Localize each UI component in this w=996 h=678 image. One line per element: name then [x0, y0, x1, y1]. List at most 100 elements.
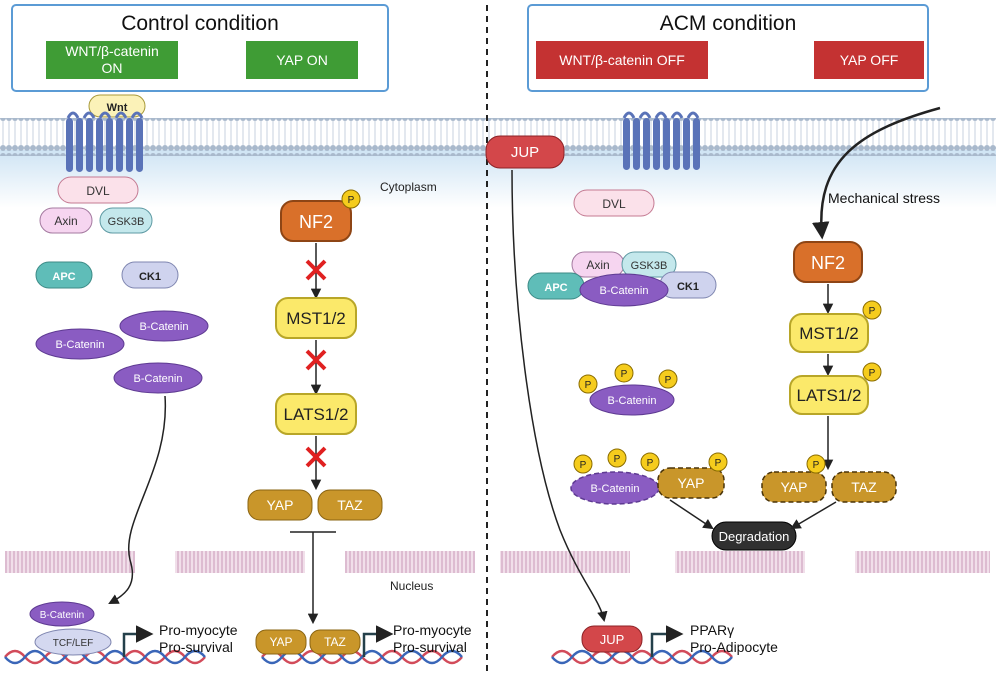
phosphate-icon	[806, 454, 826, 474]
gsk3b-left-label: GSK3B	[108, 216, 145, 228]
to-degradation-arrow	[790, 501, 837, 530]
to-degradation-arrow	[669, 499, 714, 530]
phosphate-icon	[614, 363, 634, 383]
phosphate-label: P	[621, 369, 628, 380]
b-catenin-destruction-complex	[579, 273, 669, 307]
jup-nuclear-label: JUP	[600, 632, 625, 647]
phosphate-icon	[862, 300, 882, 320]
cytoplasm-label: Cytoplasm	[380, 180, 437, 194]
right-output-1: PPARγ	[690, 622, 734, 638]
b-catenin-nuclear-label: B-Catenin	[40, 610, 84, 621]
phosphate-icon	[708, 452, 728, 472]
phosphate-label: P	[869, 306, 876, 317]
apc-right-label: APC	[544, 282, 567, 294]
yap-left-label: YAP	[267, 497, 294, 513]
wnt-off-badge	[536, 41, 708, 79]
lats-left	[275, 393, 357, 435]
acm-title: ACM condition	[660, 12, 797, 35]
promoter-arrow-icon	[650, 625, 684, 657]
jup-nuclear	[581, 625, 643, 653]
dna-helix-icon	[551, 649, 733, 665]
phosphate-icon	[578, 374, 598, 394]
promoter-arrow-icon	[362, 625, 394, 657]
axin-right-label: Axin	[586, 258, 609, 272]
mechanical-stress-label: Mechanical stress	[828, 190, 940, 206]
b-catenin-complex-label: B-Catenin	[600, 285, 649, 297]
gsk3b-left	[99, 207, 153, 234]
taz-degrading	[831, 471, 897, 503]
red-x-icon	[305, 349, 327, 371]
left-yap-output-2: Pro-survival	[393, 639, 467, 655]
control-title: Control condition	[121, 12, 279, 35]
mst-left-label: MST1/2	[286, 309, 346, 328]
yap-off-badge	[814, 41, 924, 79]
phosphate-label: P	[614, 454, 621, 465]
wnt-on-badge	[46, 41, 178, 79]
frizzled-receptor-left: Wnt	[66, 94, 146, 172]
tcf-lef-label: TCF/LEF	[53, 638, 94, 649]
nucleus-label: Nucleus	[390, 579, 433, 593]
jup-nuclear-arrow	[511, 169, 608, 623]
b-catenin-free-1-label: B-Catenin	[140, 321, 189, 333]
yap-on-label: YAP ON	[276, 52, 328, 68]
phosphate-label: P	[647, 458, 654, 469]
b-catenin-nuclear	[29, 601, 95, 627]
yap-nuclear	[255, 629, 307, 655]
phosphate-icon	[640, 452, 660, 472]
phosphate-label: P	[813, 460, 820, 471]
wnt-on-label-2: ON	[102, 60, 123, 76]
lats-right-label: LATS1/2	[797, 386, 862, 405]
red-x-icon	[305, 259, 327, 281]
phosphate-icon	[341, 189, 361, 209]
dvl-left-label: DVL	[86, 184, 110, 198]
yap-nuclear-label: YAP	[269, 635, 292, 649]
taz-nuclear-label: TAZ	[324, 635, 346, 649]
wnt-on-label-1: WNT/β-catenin	[65, 43, 159, 59]
mst-right	[789, 313, 869, 353]
axin-left-label: Axin	[54, 214, 77, 228]
wnt-off-label: WNT/β-catenin OFF	[559, 52, 685, 68]
phosphate-label: P	[580, 460, 587, 471]
mechanical-stress-arrow	[812, 106, 941, 240]
jup-membrane	[485, 135, 565, 169]
ck1-left-label: CK1	[139, 271, 161, 283]
gsk3b-right-label: GSK3B	[631, 260, 668, 272]
nf2-left-label: NF2	[299, 212, 333, 232]
taz-left	[317, 489, 383, 521]
dna-helix-icon	[4, 649, 206, 665]
b-catenin-degrading-label: B-Catenin	[591, 483, 640, 495]
ck1-right-label: CK1	[677, 281, 699, 293]
phosphate-label: P	[715, 458, 722, 469]
b-catenin-nuclear-arrow	[108, 395, 167, 604]
jup-membrane-label: JUP	[511, 144, 539, 161]
nuclear-envelope	[5, 551, 990, 573]
b-catenin-free-2-label: B-Catenin	[56, 339, 105, 351]
mst-left	[275, 297, 357, 339]
apc-left	[35, 261, 93, 289]
phosphate-icon	[862, 362, 882, 382]
phosphate-label: P	[869, 368, 876, 379]
yap-degrading-1	[657, 467, 725, 499]
nf2-right	[793, 241, 863, 283]
left-output-1: Pro-myocyte	[159, 622, 238, 638]
left-yap-output-1: Pro-myocyte	[393, 622, 472, 638]
b-catenin-phospho-label: B-Catenin	[608, 395, 657, 407]
degradation-node	[711, 521, 797, 551]
b-catenin-free-3-label: B-Catenin	[134, 373, 183, 385]
yap-degrading-2-label: YAP	[781, 479, 808, 495]
yap-off-label: YAP OFF	[840, 52, 899, 68]
b-catenin-phosphorylated	[589, 384, 675, 416]
degradation-label: Degradation	[719, 529, 790, 544]
tcf-lef	[34, 628, 112, 656]
yap-on-badge	[246, 41, 358, 79]
taz-degrading-label: TAZ	[851, 479, 877, 495]
acm-condition-header: ACM condition WNT/β-catenin OFF YAP OFF	[527, 4, 929, 92]
taz-nuclear	[309, 629, 361, 655]
taz-left-label: TAZ	[337, 497, 363, 513]
ck1-left	[121, 261, 179, 289]
control-condition-header: Control condition WNT/β-catenin ON YAP O…	[11, 4, 389, 92]
phosphate-icon	[607, 448, 627, 468]
yap-degrading-1-label: YAP	[678, 475, 705, 491]
mst-right-label: MST1/2	[799, 324, 859, 343]
